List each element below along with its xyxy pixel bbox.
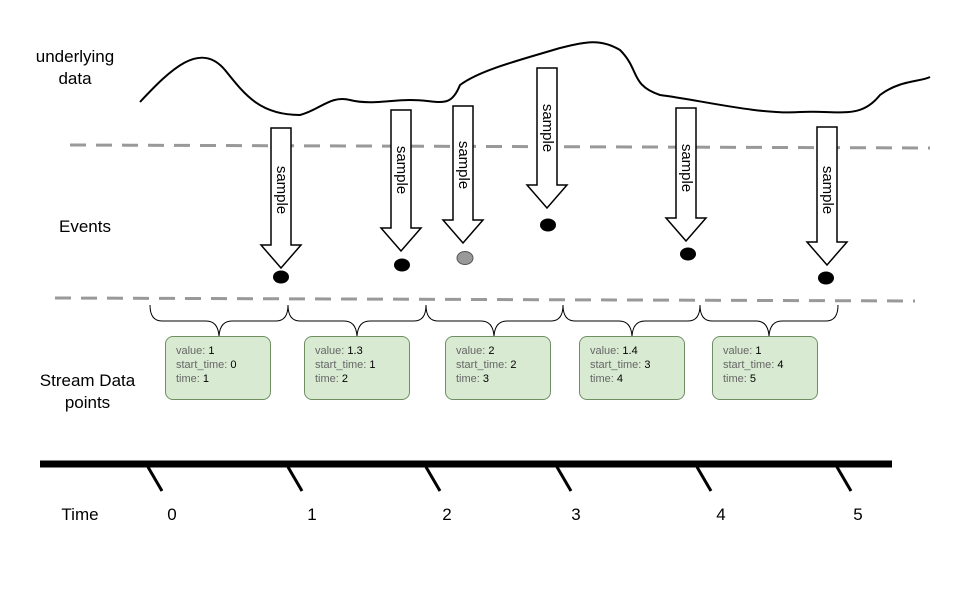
sample-arrow-label: sample: [393, 146, 410, 194]
label-time: Time: [61, 505, 99, 524]
brace-interval-4: [562, 304, 701, 337]
separator-bottom: [54, 296, 916, 303]
field-value: 1: [202, 373, 210, 385]
stream-data-point-1: value: 1 start_time: 0 time: 1: [165, 336, 271, 400]
field-value: 0: [230, 359, 237, 371]
label-underlying-data: underlying data: [35, 47, 115, 88]
stream-data-point-2: value: 1.3 start_time: 1 time: 2: [304, 336, 410, 400]
field-name: time:: [176, 373, 200, 385]
field-value: 1: [369, 359, 376, 371]
event-dot-gray: [456, 251, 474, 265]
field-value: 5: [749, 373, 757, 385]
time-tick: [695, 466, 713, 492]
stream-data-point-4: value: 1.4 start_time: 3 time: 4: [579, 336, 685, 400]
time-tick: [286, 466, 304, 492]
field-name: start_time:: [176, 359, 228, 371]
time-tick-label-3: 3: [571, 505, 581, 524]
sample-arrow-1: sample: [259, 127, 303, 270]
event-dot: [680, 247, 696, 261]
field-value: 1.3: [347, 345, 363, 357]
field-name: value:: [456, 345, 486, 357]
sample-arrow-label: sample: [819, 166, 836, 214]
time-tick: [835, 466, 853, 492]
field-name: start_time:: [315, 359, 367, 371]
field-value: 4: [777, 359, 784, 371]
field-name: time:: [456, 373, 480, 385]
time-tick: [424, 466, 442, 492]
sample-arrow-6: sample: [805, 126, 849, 267]
sample-arrow-label: sample: [678, 144, 695, 192]
sample-arrow-label: sample: [539, 104, 556, 152]
time-tick: [146, 466, 164, 492]
brace-interval-1: [149, 304, 289, 337]
field-name: time:: [590, 373, 614, 385]
field-value: 2: [341, 373, 349, 385]
brace-interval-3: [425, 304, 564, 337]
label-events: Events: [59, 217, 111, 236]
field-value: 2: [488, 345, 495, 357]
field-name: value:: [723, 345, 753, 357]
time-tick-label-1: 1: [307, 505, 317, 524]
event-dot: [818, 271, 834, 285]
time-tick-label-4: 4: [716, 505, 726, 524]
field-value: 4: [616, 373, 624, 385]
field-value: 1: [208, 345, 215, 357]
separator-top: [69, 143, 931, 150]
event-dot: [394, 258, 410, 272]
underlying-data-curve: [139, 41, 931, 117]
brace-interval-5: [699, 304, 839, 337]
field-value: 3: [482, 373, 490, 385]
field-name: time:: [723, 373, 747, 385]
field-name: value:: [176, 345, 206, 357]
time-tick-label-0: 0: [167, 505, 177, 524]
field-name: start_time:: [456, 359, 508, 371]
sample-arrow-5: sample: [664, 107, 708, 243]
field-name: time:: [315, 373, 339, 385]
field-value: 2: [510, 359, 517, 371]
event-dot: [273, 270, 289, 284]
field-value: 1.4: [622, 345, 638, 357]
time-tick: [555, 466, 573, 492]
field-name: value:: [590, 345, 620, 357]
event-dot: [540, 218, 556, 232]
field-name: start_time:: [723, 359, 775, 371]
stream-data-point-3: value: 2 start_time: 2 time: 3: [445, 336, 551, 400]
time-tick-label-2: 2: [442, 505, 452, 524]
sample-arrow-2: sample: [379, 109, 423, 253]
sample-arrow-label: sample: [273, 166, 290, 214]
field-name: start_time:: [590, 359, 642, 371]
field-value: 3: [644, 359, 651, 371]
sample-arrow-label: sample: [455, 141, 472, 189]
label-stream-data-points: Stream Data points: [39, 371, 136, 412]
time-tick-label-5: 5: [853, 505, 863, 524]
sample-arrow-4: sample: [525, 67, 569, 210]
stream-data-point-5: value: 1 start_time: 4 time: 5: [712, 336, 818, 400]
field-value: 1: [755, 345, 762, 357]
sample-arrow-3: sample: [441, 105, 485, 245]
brace-interval-2: [287, 304, 427, 337]
field-name: value:: [315, 345, 345, 357]
